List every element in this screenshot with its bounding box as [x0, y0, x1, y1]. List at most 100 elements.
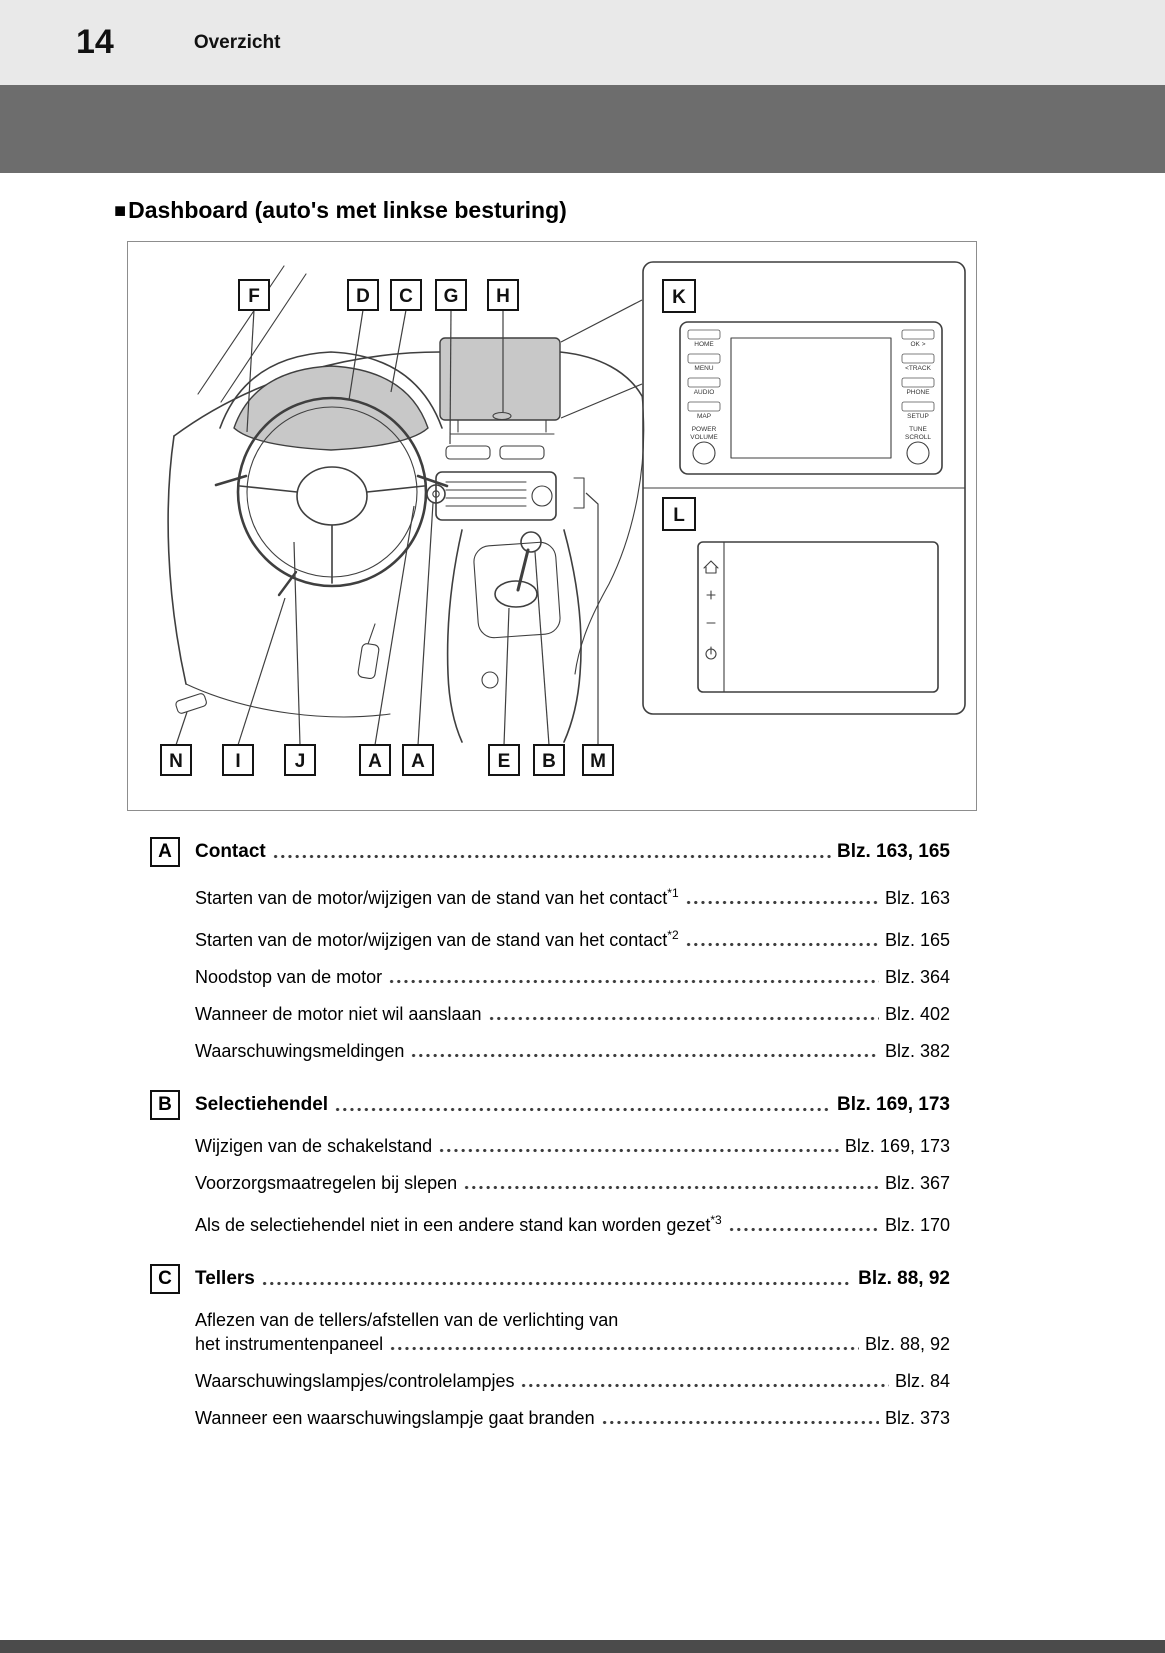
tune-knob — [906, 441, 930, 465]
leader-dots — [684, 942, 879, 947]
item-pages: Blz. 88, 92 — [864, 1334, 950, 1354]
shift-lever — [516, 548, 530, 592]
dash-top-edge-right — [559, 351, 643, 397]
item-label: Noodstop van de motor — [195, 966, 382, 988]
callout-N-box — [160, 744, 192, 776]
item-pages: Blz. 163 — [884, 888, 950, 908]
dashboard-diagram: HOME MENU AUDIO MAP POWER VOLUME OK > <T… — [160, 261, 966, 776]
callout-F: F — [238, 279, 270, 311]
callout-A2-box — [402, 744, 434, 776]
console-detail — [481, 671, 499, 689]
leader-dots — [389, 1346, 859, 1351]
leader-dots — [727, 1227, 879, 1232]
setup-button-label: SETUP — [907, 413, 929, 420]
left-stalk — [214, 474, 248, 487]
item-pages: Blz. 169, 173 — [844, 1136, 950, 1156]
item-label: Waarschuwingslampjes/controlelampjes — [195, 1370, 514, 1392]
callout-M-label: M — [590, 751, 606, 772]
toc-pages-A: Blz. 163, 165 — [836, 841, 950, 862]
letter-box-A: A — [150, 837, 180, 867]
item-label: Starten van de motor/wijzigen van de sta… — [195, 924, 679, 951]
callout-D: D — [347, 279, 379, 311]
dash-lower-edge — [185, 683, 391, 718]
toc-section-B: B Selectiehendel Blz. 169, 173 Wijzigen … — [150, 1090, 950, 1236]
item-label: Waarschuwingsmeldingen — [195, 1040, 404, 1062]
setup-button — [901, 401, 935, 412]
leader-A2 — [417, 502, 434, 746]
gear-shifter — [446, 529, 582, 743]
right-stalk — [416, 474, 449, 488]
map-button-label: MAP — [697, 413, 711, 420]
power-icon — [705, 646, 717, 660]
shift-knob — [520, 531, 542, 553]
callout-A1: A — [359, 744, 391, 776]
callout-B-label: B — [542, 751, 556, 772]
callout-K-label: K — [672, 287, 686, 308]
callout-A2: A — [402, 744, 434, 776]
side-bracket — [573, 477, 585, 509]
steering-wheel — [236, 396, 428, 588]
shift-boot — [494, 580, 538, 608]
leader-lines — [175, 309, 599, 746]
home-icon — [703, 560, 719, 574]
callout-J-box — [284, 744, 316, 776]
cluster-visor — [219, 351, 443, 429]
item-text-line1: Aflezen van de tellers/afstellen van de … — [195, 1310, 619, 1330]
item-text: Waarschuwingslampjes/controlelampjes — [195, 1371, 515, 1391]
ok-button-label: OK > — [911, 341, 926, 348]
callouts: F D C G H — [160, 279, 696, 776]
center-display — [439, 337, 561, 435]
callout-M: M — [582, 744, 614, 776]
toc-item: Voorzorgsmaatregelen bij slepen Blz. 367 — [195, 1172, 950, 1194]
item-pages: Blz. 170 — [884, 1215, 950, 1235]
callout-N: N — [160, 744, 192, 776]
callout-E-box — [488, 744, 520, 776]
item-footnote-marker: *2 — [667, 928, 679, 942]
chapter-title: Overzicht — [193, 31, 281, 53]
callout-A2-label: A — [411, 751, 425, 772]
dashboard-figure: HOME MENU AUDIO MAP POWER VOLUME OK > <T… — [127, 241, 977, 811]
toc-title-B: Selectiehendel — [195, 1094, 329, 1115]
leader-F — [246, 309, 255, 433]
center-vent-right — [499, 445, 545, 460]
callout-E: E — [488, 744, 520, 776]
item-text: Als de selectiehendel niet in een andere… — [195, 1215, 711, 1235]
toc-items-C: Aflezen van de tellers/afstellen van de … — [195, 1309, 950, 1429]
callout-G-label: G — [444, 286, 459, 307]
callout-B: B — [533, 744, 565, 776]
toc-header-A: A Contact Blz. 163, 165 — [150, 837, 950, 867]
pedal-arm — [367, 623, 376, 645]
leader-dots — [520, 1383, 889, 1388]
callout-C-label: C — [399, 286, 413, 307]
item-footnote-marker: *1 — [667, 886, 679, 900]
callout-G: G — [435, 279, 467, 311]
shift-plate — [473, 541, 561, 639]
toc-section-A: A Contact Blz. 163, 165 Starten van de m… — [150, 837, 950, 1062]
column-adjust-lever — [277, 570, 298, 597]
item-text: Starten van de motor/wijzigen van de sta… — [195, 930, 668, 950]
l-panel-icons — [703, 560, 719, 660]
leader-dots — [410, 1053, 879, 1058]
callout-F-label: F — [248, 286, 260, 307]
callout-I-box — [222, 744, 254, 776]
callout-J: J — [284, 744, 316, 776]
home-button-label: HOME — [694, 341, 714, 348]
page-footer-bar — [0, 1640, 1165, 1653]
toc-section-C: C Tellers Blz. 88, 92 Aflezen van de tel… — [150, 1264, 950, 1429]
callout-D-label: D — [356, 286, 370, 307]
callout-I: I — [222, 744, 254, 776]
callout-F-box — [238, 279, 270, 311]
menu-button-label: MENU — [694, 365, 713, 372]
table-of-contents: A Contact Blz. 163, 165 Starten van de m… — [150, 837, 950, 1429]
callout-A1-label: A — [368, 751, 382, 772]
leader-dots — [334, 1107, 831, 1112]
map-button — [687, 401, 721, 412]
callout-C: C — [390, 279, 422, 311]
item-text: Wijzigen van de schakelstand — [195, 1136, 433, 1156]
leader-B — [534, 551, 550, 746]
plus-icon — [706, 590, 716, 600]
chapter-band — [0, 85, 1165, 173]
volume-knob — [692, 441, 716, 465]
home-button — [687, 329, 721, 340]
head-unit-body — [679, 321, 943, 475]
